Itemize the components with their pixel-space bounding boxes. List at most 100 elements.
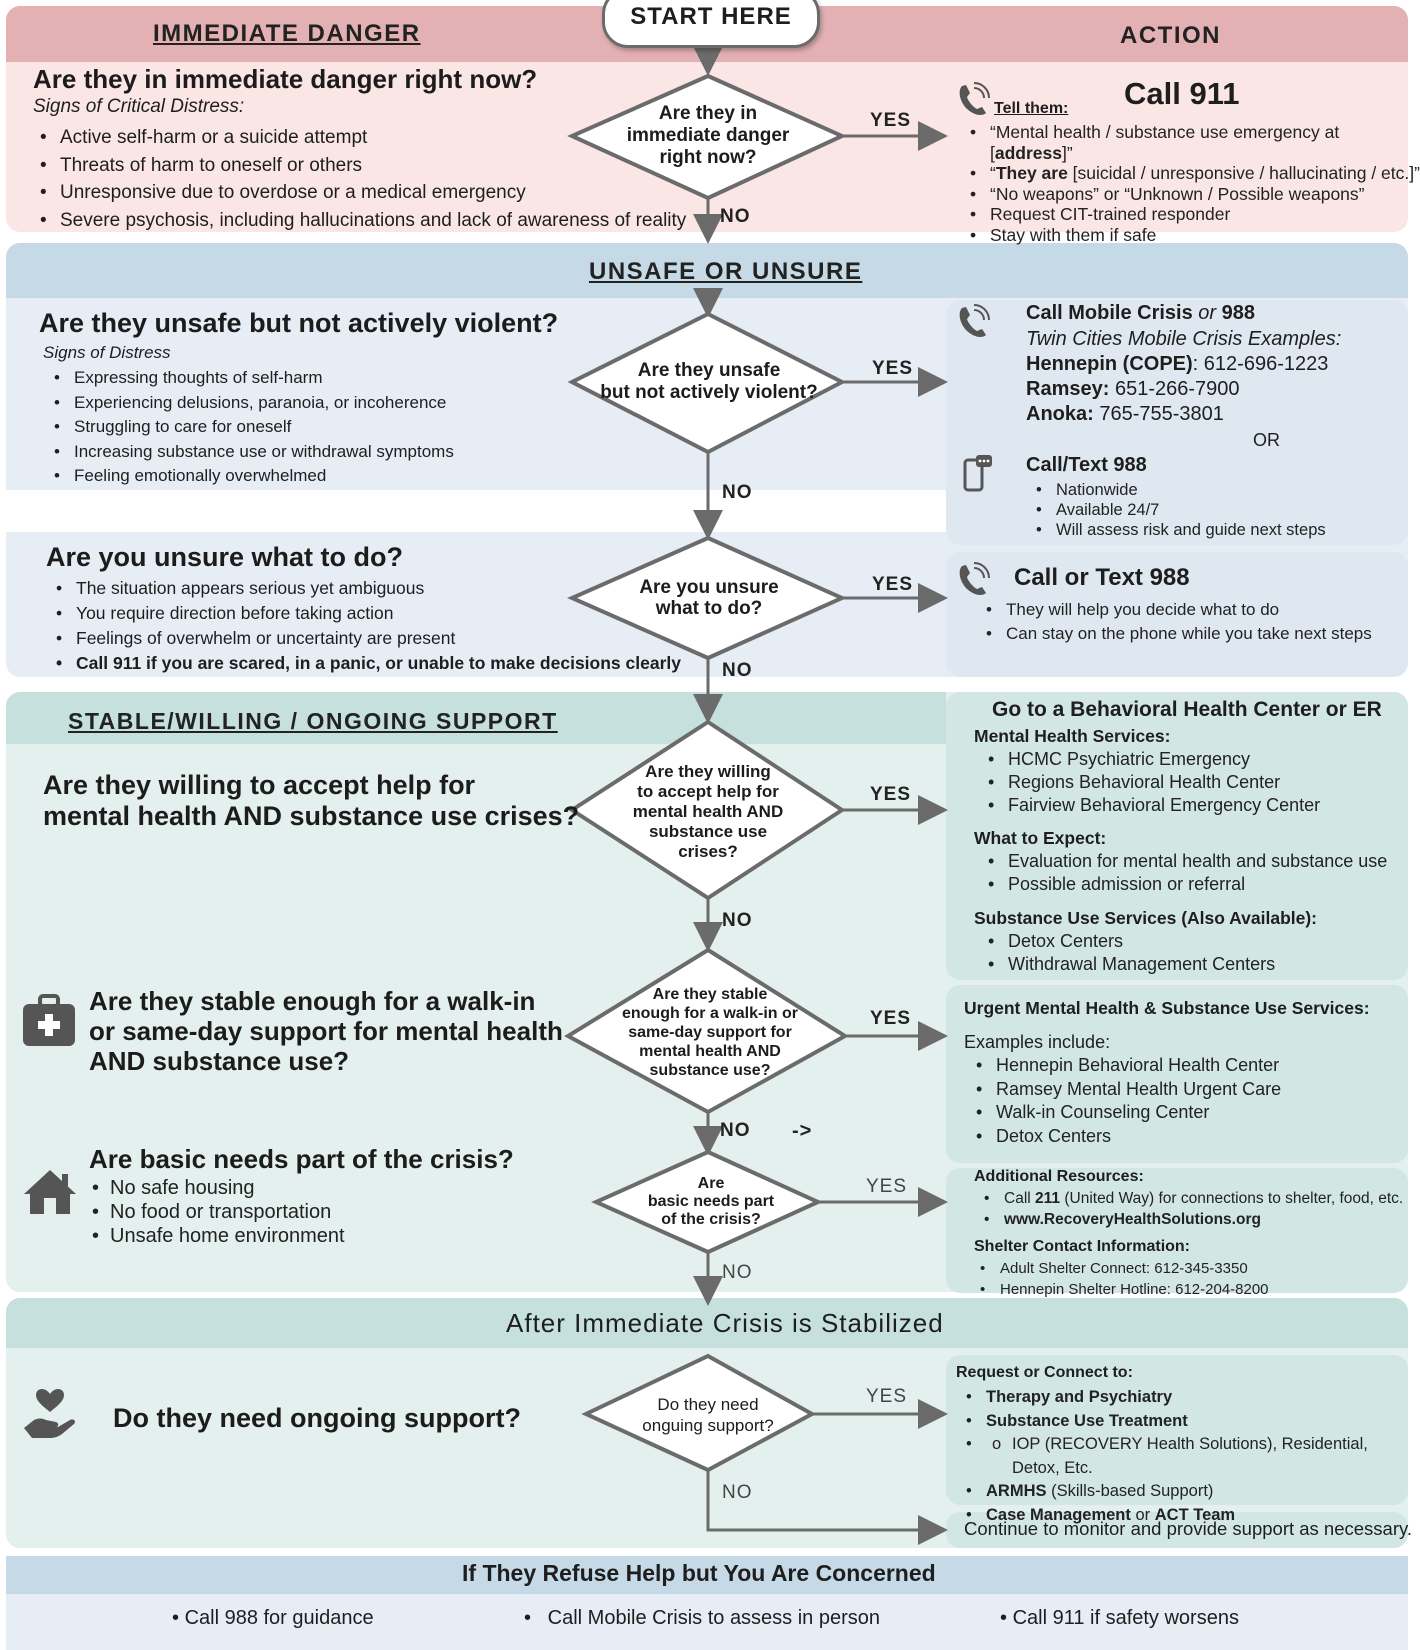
request-connect-list: Therapy and Psychiatry Substance Use Tre…: [956, 1386, 1420, 1527]
or-label: OR: [1253, 430, 1280, 450]
no-label: NO: [720, 1120, 751, 1141]
what-to-expect-title: What to Expect:: [974, 828, 1107, 848]
substance-use-services-list: Detox Centers Withdrawal Management Cent…: [978, 930, 1275, 976]
refuse-header-bar: [6, 1556, 1408, 1594]
diamond-unsafe: [567, 311, 847, 455]
urgent-services-list: Hennepin Behavioral Health Center Ramsey…: [966, 1054, 1281, 1148]
diamond-ongoing-support: [581, 1353, 817, 1473]
list-item: Hennepin Shelter Hotline: 612-204-8200: [970, 1279, 1269, 1300]
list-item: Call 911 if you are scared, in a panic, …: [46, 651, 681, 676]
mobile-crisis-title: Call Mobile Crisis or 988: [1026, 302, 1255, 324]
refuse-item-911: • Call 911 if safety worsens: [1000, 1607, 1239, 1629]
yes-label: YES: [872, 358, 914, 379]
distress-list: Expressing thoughts of self-harm Experie…: [44, 366, 454, 489]
list-item: Experiencing delusions, paranoia, or inc…: [44, 391, 454, 416]
list-item: You require direction before taking acti…: [46, 601, 681, 626]
urgent-services-title: Urgent Mental Health & Substance Use Ser…: [964, 998, 1370, 1018]
list-item: No food or transportation: [82, 1200, 345, 1224]
call-or-text-988-title: Call or Text 988: [1014, 564, 1190, 591]
list-item: Therapy and Psychiatry: [956, 1386, 1420, 1410]
refuse-help-header: If They Refuse Help but You Are Concerne…: [462, 1560, 936, 1586]
list-item: Case Management or ACT Team: [956, 1504, 1420, 1528]
ongoing-support-question: Do they need ongoing support?: [113, 1403, 521, 1433]
no-label: NO: [722, 660, 753, 681]
yes-label: YES: [870, 1008, 912, 1029]
list-item: Request CIT-trained responder: [960, 204, 1420, 225]
county-list: Hennepin (COPE): 612-696-1223 Ramsey: 65…: [1026, 352, 1328, 427]
list-item: ARMHS (Skills-based Support): [956, 1480, 1420, 1504]
list-item: Unresponsive due to overdose or a medica…: [30, 179, 686, 207]
unsure-list: The situation appears serious yet ambigu…: [46, 576, 681, 676]
list-item: Fairview Behavioral Emergency Center: [978, 794, 1320, 817]
immediate-danger-header: IMMEDIATE DANGER: [153, 20, 421, 47]
list-item: Available 24/7: [1026, 500, 1326, 520]
diamond-immediate-danger: [567, 73, 847, 201]
request-connect-title: Request or Connect to:: [956, 1364, 1133, 1381]
basic-needs-question: Are basic needs part of the crisis?: [89, 1144, 514, 1174]
no-label: NO: [722, 1262, 753, 1283]
tell-them-label: Tell them:: [994, 100, 1069, 117]
yes-label: YES: [866, 1386, 908, 1407]
list-item: “No weapons” or “Unknown / Possible weap…: [960, 184, 1420, 205]
behavioral-center-title: Go to a Behavioral Health Center or ER: [992, 698, 1382, 721]
list-item: Possible admission or referral: [978, 873, 1387, 896]
call-text-988-list: Nationwide Available 24/7 Will assess ri…: [1026, 480, 1326, 540]
list-item: They will help you decide what to do: [976, 598, 1372, 622]
shelter-contact-list: Adult Shelter Connect: 612-345-3350 Henn…: [970, 1258, 1269, 1300]
list-item: Substance Use Treatment: [956, 1410, 1420, 1434]
list-item: Expressing thoughts of self-harm: [44, 366, 454, 391]
yes-label: YES: [866, 1176, 908, 1197]
start-here-node: START HERE: [602, 0, 820, 48]
list-item: Adult Shelter Connect: 612-345-3350: [970, 1258, 1269, 1279]
substance-use-services-title: Substance Use Services (Also Available):: [974, 908, 1318, 928]
list-item: Call 211 (United Way) for connections to…: [974, 1188, 1403, 1209]
list-item: Increasing substance use or withdrawal s…: [44, 440, 454, 465]
county-anoka: Anoka: 765-755-3801: [1026, 403, 1224, 425]
no-label: NO: [722, 482, 753, 503]
list-item: Active self-harm or a suicide attempt: [30, 124, 686, 152]
shelter-contact-title: Shelter Contact Information:: [974, 1238, 1191, 1255]
what-to-expect-list: Evaluation for mental health and substan…: [978, 850, 1387, 896]
list-item: Ramsey Mental Health Urgent Care: [966, 1078, 1281, 1102]
no-label: NO: [722, 1482, 753, 1503]
critical-distress-subtitle: Signs of Critical Distress:: [33, 96, 245, 117]
additional-resources-title: Additional Resources:: [974, 1168, 1144, 1185]
list-item: “They are [suicidal / unresponsive / hal…: [960, 163, 1420, 184]
diamond-willing: [568, 719, 846, 901]
diamond-stable: [564, 947, 849, 1115]
basic-needs-list: No safe housing No food or transportatio…: [82, 1176, 345, 1248]
county-hennepin: Hennepin (COPE): 612-696-1223: [1026, 353, 1329, 375]
refuse-item-mobile-crisis: • Call Mobile Crisis to assess in person: [524, 1607, 881, 1629]
unsafe-unsure-header: UNSAFE OR UNSURE: [589, 258, 863, 285]
yes-label: YES: [870, 784, 912, 805]
refuse-item-988: • Call 988 for guidance: [172, 1607, 374, 1629]
immediate-danger-question: Are they in immediate danger right now?: [33, 64, 538, 94]
list-item: Stay with them if safe: [960, 225, 1420, 246]
call-text-988-title: Call/Text 988: [1026, 454, 1147, 476]
no-label: NO: [722, 910, 753, 931]
list-item: Struggling to care for oneself: [44, 415, 454, 440]
after-crisis-header: After Immediate Crisis is Stabilized: [506, 1308, 944, 1338]
after-header-bar: [6, 1298, 1408, 1348]
list-item: Severe psychosis, including hallucinatio…: [30, 207, 686, 235]
list-item: HCMC Psychiatric Emergency: [978, 748, 1320, 771]
phone-icon: [959, 562, 990, 596]
phone-message-icon: [963, 455, 992, 492]
action-header: ACTION: [1120, 22, 1221, 49]
phone-icon: [959, 82, 990, 116]
list-item: Unsafe home environment: [82, 1224, 345, 1248]
start-here-label: START HERE: [630, 3, 792, 30]
examples-include-label: Examples include:: [964, 1032, 1111, 1052]
diamond-basic-needs: [591, 1149, 823, 1255]
list-item: Evaluation for mental health and substan…: [978, 850, 1387, 873]
list-item: Hennepin Behavioral Health Center: [966, 1054, 1281, 1078]
stable-willing-header: STABLE/WILLING / ONGOING SUPPORT: [68, 708, 558, 734]
mobile-crisis-examples: Twin Cities Mobile Crisis Examples:: [1026, 328, 1342, 350]
